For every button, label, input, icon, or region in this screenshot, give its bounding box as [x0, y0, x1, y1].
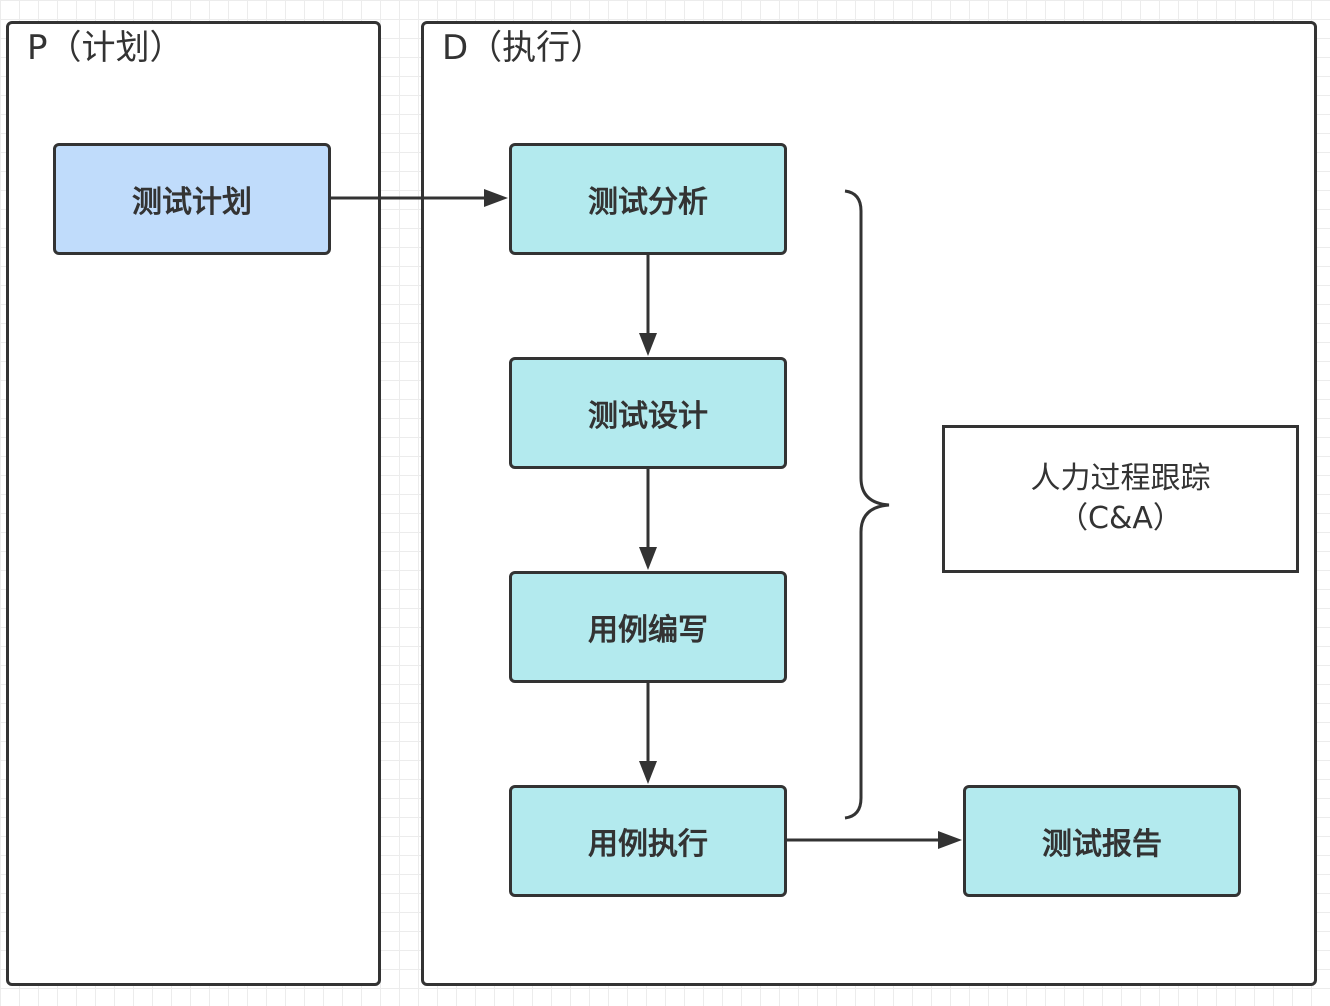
arrowhead-execution-to-report [938, 831, 962, 849]
test-analysis-node: 测试分析 [509, 143, 787, 255]
test-report-node: 测试报告 [963, 785, 1241, 897]
process-tracking-note: 人力过程跟踪 （C&A） [942, 425, 1299, 573]
arrowhead-design-to-writing [639, 547, 657, 570]
test-design-node: 测试设计 [509, 357, 787, 469]
arrowhead-writing-to-execution [639, 761, 657, 784]
case-writing-node: 用例编写 [509, 571, 787, 683]
arrowhead-analysis-to-design [639, 333, 657, 356]
case-execution-node: 用例执行 [509, 785, 787, 897]
test-plan-node: 测试计划 [53, 143, 331, 255]
process-tracking-note-line2: （C&A） [1058, 501, 1183, 536]
process-tracking-note-line1: 人力过程跟踪 [1030, 461, 1211, 496]
curly-brace [844, 189, 890, 820]
arrowhead-plan-to-analysis [484, 189, 508, 207]
plan-phase-title: P（计划） [27, 28, 184, 68]
do-phase-title: D（执行） [442, 28, 605, 68]
